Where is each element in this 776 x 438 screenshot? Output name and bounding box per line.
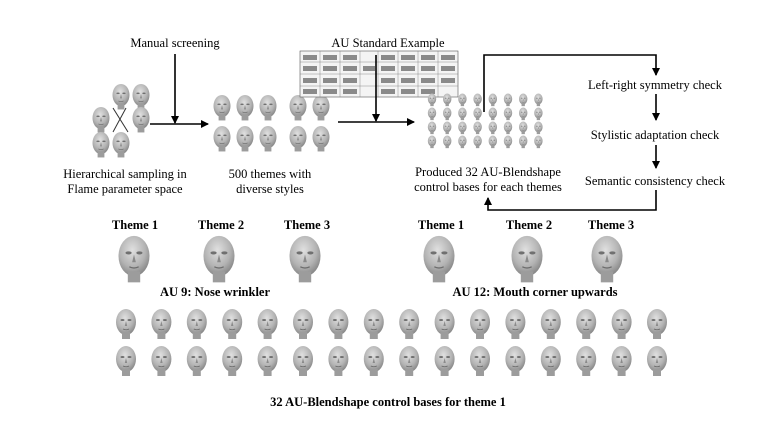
theme-title-2-left: Theme 2 [197, 218, 245, 232]
face-mesh-icon [473, 93, 482, 107]
hierarchical-sampling-label-line2: Flame parameter space [67, 182, 183, 196]
face-mesh-icon [442, 135, 452, 149]
theme-title-2-right: Theme 2 [505, 218, 553, 232]
face-mesh-icon [534, 93, 543, 107]
theme-title-1-left: Theme 1 [111, 218, 159, 232]
theme-title-1-right: Theme 1 [417, 218, 465, 232]
face-mesh-icon [646, 308, 668, 340]
themes-label-line2: diverse styles [236, 182, 304, 196]
face-mesh-icon [221, 345, 243, 377]
theme-title-3-left: Theme 3 [283, 218, 331, 232]
bottom-blendshape-faces [115, 308, 668, 377]
face-mesh-icon [186, 345, 208, 377]
face-mesh-icon [363, 308, 385, 340]
face-mesh-icon [575, 308, 597, 340]
check-semantic-label: Semantic consistency check [584, 174, 726, 188]
au12-caption: AU 12: Mouth corner upwards [452, 285, 618, 299]
face-mesh-icon [534, 135, 543, 149]
face-mesh-icon [518, 107, 528, 121]
face-mesh-icon [427, 107, 437, 121]
face-mesh-icon [503, 121, 513, 135]
check-stylistic-label: Stylistic adaptation check [590, 128, 720, 142]
face-mesh-icon [398, 308, 420, 340]
themes-faces-grid [213, 94, 330, 152]
face-mesh-icon [534, 107, 543, 121]
face-mesh-icon [458, 93, 467, 107]
face-mesh-icon [473, 107, 482, 121]
face-mesh-icon [292, 308, 314, 340]
face-mesh-icon [257, 308, 279, 340]
face-mesh-icon [473, 135, 482, 149]
bottom-caption: 32 AU-Blendshape control bases for theme… [270, 395, 506, 409]
face-mesh-icon [458, 121, 467, 135]
face-mesh-icon [150, 345, 172, 377]
face-mesh-icon [488, 107, 498, 121]
face-mesh-icon [257, 345, 279, 377]
au-example-grid-icon [299, 50, 459, 98]
theme-title-3-right: Theme 3 [587, 218, 635, 232]
produced-label-line1: Produced 32 AU-Blendshape [415, 165, 561, 179]
face-mesh-icon [473, 121, 482, 135]
produced-label-line2: control bases for each themes [414, 180, 562, 194]
face-mesh-icon [534, 121, 543, 135]
theme-faces-row [117, 235, 624, 283]
face-mesh-icon [505, 308, 526, 340]
manual-screening-label: Manual screening [130, 36, 220, 50]
face-mesh-icon [221, 308, 243, 340]
face-mesh-icon [150, 308, 172, 340]
themes-label-line1: 500 themes with [228, 167, 312, 181]
au-standard-example-label: AU Standard Example [331, 36, 445, 50]
face-mesh-icon [488, 135, 498, 149]
face-mesh-icon [442, 121, 452, 135]
face-mesh-icon [458, 135, 467, 149]
hierarchical-sampling-label-line1: Hierarchical sampling in [63, 167, 187, 181]
face-mesh-icon [540, 308, 562, 340]
face-mesh-icon [427, 135, 437, 149]
face-mesh-icon [505, 345, 526, 377]
face-mesh-icon [646, 345, 668, 377]
produced-blendshape-grid [427, 93, 543, 149]
face-mesh-icon [488, 121, 498, 135]
face-mesh-icon [327, 345, 349, 377]
face-mesh-icon [611, 345, 632, 377]
face-mesh-icon [518, 135, 528, 149]
face-mesh-icon [186, 308, 208, 340]
face-mesh-icon [115, 308, 137, 340]
check-symmetry-label: Left-right symmetry check [588, 78, 722, 92]
face-mesh-icon [469, 345, 491, 377]
face-mesh-icon [398, 345, 420, 377]
face-mesh-icon [503, 107, 513, 121]
au9-caption: AU 9: Nose wrinkler [159, 285, 271, 299]
face-mesh-icon [540, 345, 562, 377]
face-mesh-icon [442, 107, 452, 121]
flow-arrows [150, 54, 660, 211]
face-mesh-icon [363, 345, 385, 377]
face-mesh-icon [458, 107, 467, 121]
face-mesh-icon [611, 308, 632, 340]
face-mesh-icon [427, 121, 437, 135]
face-mesh-icon [469, 308, 491, 340]
face-mesh-icon [518, 93, 528, 107]
face-mesh-icon [434, 345, 456, 377]
sampling-faces-cluster [92, 83, 150, 158]
face-mesh-icon [115, 345, 137, 377]
face-mesh-icon [503, 135, 513, 149]
face-mesh-icon [292, 345, 314, 377]
face-mesh-icon [427, 93, 437, 107]
face-mesh-icon [327, 308, 349, 340]
face-mesh-icon [442, 93, 452, 107]
face-mesh-icon [518, 121, 528, 135]
face-mesh-icon [575, 345, 597, 377]
face-mesh-icon [488, 93, 498, 107]
face-mesh-icon [503, 93, 513, 107]
face-mesh-icon [434, 308, 456, 340]
